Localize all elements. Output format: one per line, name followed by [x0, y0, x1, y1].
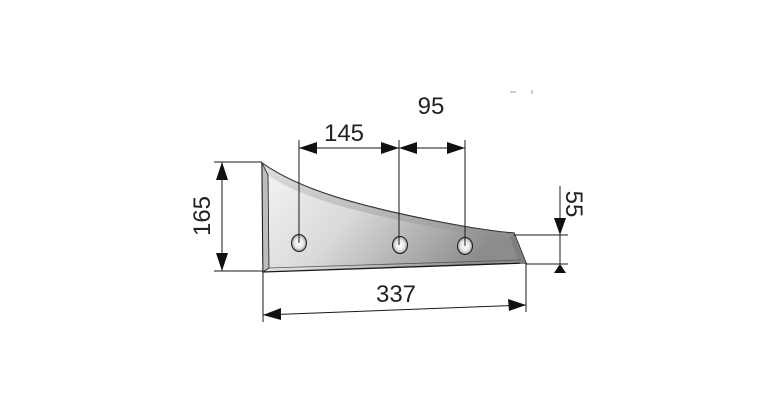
blade-bottom-edge	[268, 259, 521, 269]
arrowhead-55-bottom	[554, 264, 566, 273]
arrowhead-337-right	[508, 299, 526, 311]
dimension-55: 55	[514, 186, 587, 273]
dimension-145: 145	[298, 120, 400, 245]
arrowhead-145-right	[381, 142, 399, 154]
arrowhead-95-right	[447, 142, 465, 154]
arrowhead-55-top	[554, 218, 566, 235]
arrowhead-337-left	[263, 308, 281, 320]
arrowhead-145-left	[299, 142, 317, 154]
arrowhead-165-top	[216, 162, 228, 180]
blade-top-bevel	[262, 163, 514, 238]
dimension-label-55: 55	[560, 191, 587, 218]
stray-mark	[510, 90, 533, 94]
dimension-label-165: 165	[189, 196, 216, 236]
dimension-337: 337	[262, 263, 527, 322]
blade-tip-facet	[510, 233, 526, 264]
dimension-95: 95	[399, 93, 466, 246]
blade	[261, 161, 527, 273]
dimension-line-337	[262, 304, 527, 316]
blade-heel-edge	[261, 162, 270, 273]
mounting-hole-2	[392, 236, 408, 254]
dimension-label-337: 337	[376, 281, 416, 308]
arrowhead-165-bottom	[216, 253, 228, 271]
arrowhead-95-left	[399, 142, 417, 154]
dimension-label-145: 145	[324, 120, 364, 147]
dimension-165: 165	[189, 161, 263, 272]
dimension-label-95: 95	[418, 93, 445, 120]
